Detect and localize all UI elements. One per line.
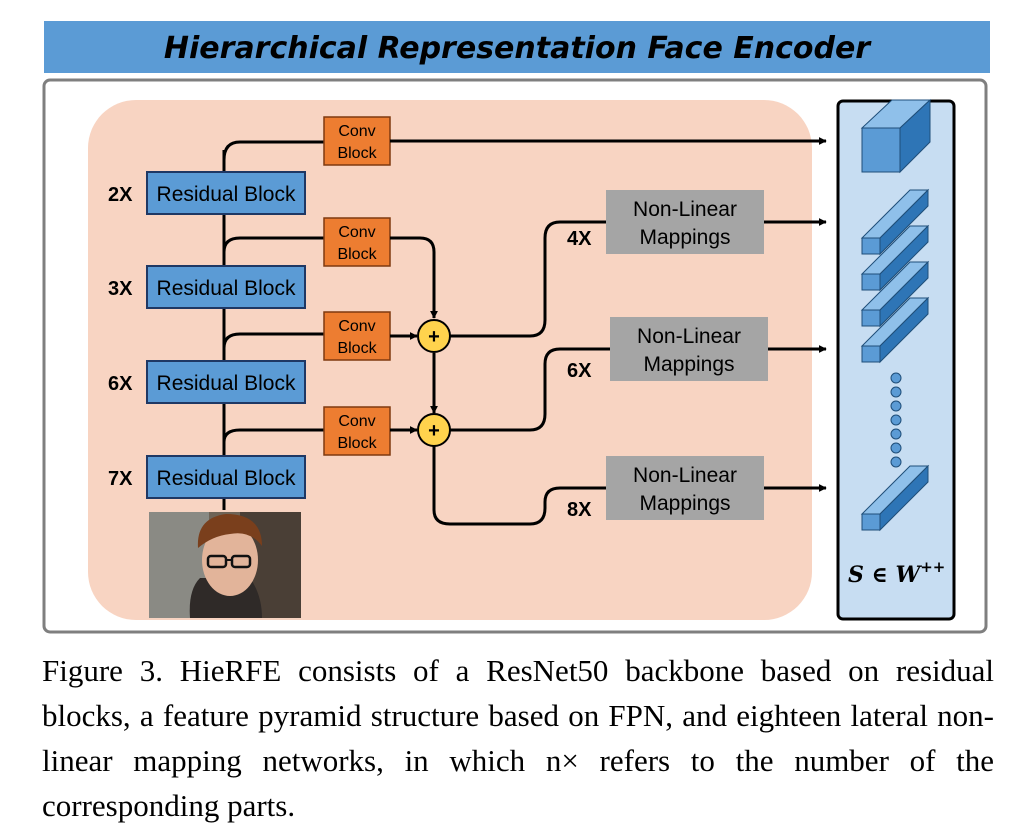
residual-block-2: 3X Residual Block — [108, 265, 306, 309]
arrow-conv2-to-add1 — [390, 236, 438, 319]
branch-line-1 — [222, 140, 324, 161]
conv-label-3b: Block — [337, 340, 377, 357]
residual-block-4: 7X Residual Block — [108, 455, 306, 499]
residual-repeat-3: 6X — [108, 373, 133, 395]
add-symbol-2: + — [428, 420, 440, 442]
branch-line-2 — [222, 236, 324, 253]
conv-label-4a: Conv — [338, 413, 375, 430]
add-symbol-1: + — [428, 326, 440, 348]
add-node-1: + — [417, 319, 451, 353]
conv-block-3: Conv Block — [323, 311, 391, 361]
hierfe-diagram: Hierarchical Representation Face Encoder… — [42, 21, 990, 634]
path-add2-to-mapping2 — [450, 347, 610, 432]
diagram-title: Hierarchical Representation Face Encoder — [164, 31, 872, 66]
path-add1-to-mapping1 — [450, 220, 606, 338]
latent-vector-1 — [860, 188, 930, 256]
mapping-block-2: Non-Linear Mappings — [610, 317, 768, 381]
face-image — [149, 512, 301, 618]
residual-repeat-2: 3X — [108, 278, 133, 300]
conv-label-1b: Block — [337, 145, 377, 162]
conv-label-2b: Block — [337, 246, 377, 263]
residual-label-3: Residual Block — [157, 372, 296, 395]
conv-label-2a: Conv — [338, 224, 375, 241]
mapping-repeat-1: 4X — [567, 228, 592, 250]
latent-vector-4 — [860, 296, 930, 364]
title-bar — [44, 21, 990, 73]
mapping-label-3a: Non-Linear — [633, 464, 737, 487]
latent-formula: S ∈ W++ — [848, 558, 945, 588]
mapping-repeat-3: 8X — [567, 499, 592, 521]
latent-panel — [836, 99, 956, 621]
latent-vector-3 — [860, 260, 930, 328]
add-node-2: + — [417, 413, 451, 447]
residual-label-1: Residual Block — [157, 183, 296, 206]
branch-line-4 — [222, 428, 324, 443]
mapping-repeat-2: 6X — [567, 360, 592, 382]
residual-repeat-4: 7X — [108, 468, 133, 490]
latent-vector-2 — [860, 224, 930, 292]
mapping-block-3: Non-Linear Mappings — [606, 456, 764, 520]
latent-ellipsis-dots — [890, 372, 902, 468]
conv-label-4b: Block — [337, 435, 377, 452]
latent-vector-last — [860, 464, 930, 532]
residual-block-1: 2X Residual Block — [108, 171, 306, 215]
residual-repeat-1: 2X — [108, 184, 133, 206]
mapping-block-1: Non-Linear Mappings — [606, 190, 764, 254]
branch-line-3 — [222, 332, 324, 349]
conv-block-1: Conv Block — [323, 116, 391, 166]
latent-cube — [860, 98, 932, 174]
mapping-label-3b: Mappings — [639, 492, 730, 515]
mapping-label-2a: Non-Linear — [637, 325, 741, 348]
path-add2-to-mapping3 — [432, 446, 606, 526]
mapping-label-1a: Non-Linear — [633, 198, 737, 221]
conv-block-2: Conv Block — [323, 217, 391, 267]
residual-label-4: Residual Block — [157, 467, 296, 490]
mapping-label-1b: Mappings — [639, 226, 730, 249]
conv-block-4: Conv Block — [323, 406, 391, 456]
figure-caption: Figure 3. HieRFE consists of a ResNet50 … — [42, 653, 994, 823]
residual-block-3: 6X Residual Block — [108, 360, 306, 404]
residual-label-2: Residual Block — [157, 277, 296, 300]
mapping-label-2b: Mappings — [643, 353, 734, 376]
conv-label-1a: Conv — [338, 123, 375, 140]
conv-label-3a: Conv — [338, 318, 375, 335]
